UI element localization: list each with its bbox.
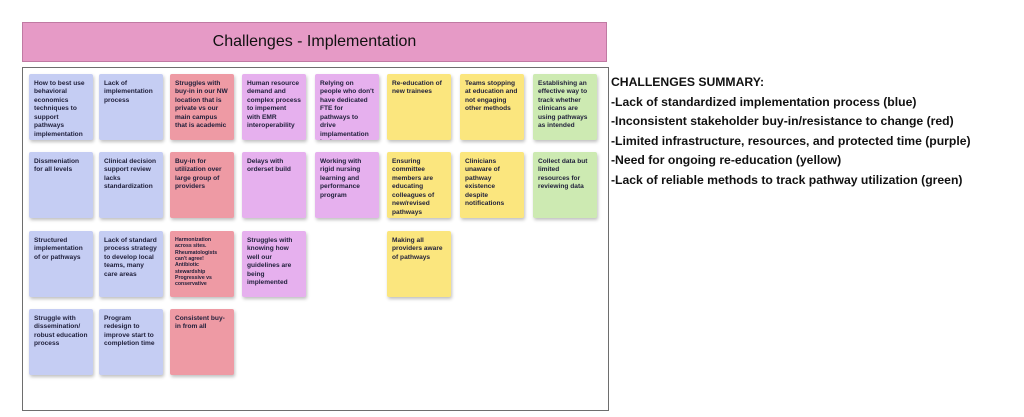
sticky-note-purple[interactable]: Delays with orderset build [242,152,306,218]
summary-item-purple: -Limited infrastructure, resources, and … [611,133,971,148]
challenges-summary: CHALLENGES SUMMARY: -Lack of standardize… [611,73,1021,191]
sticky-note-blue[interactable]: Program redesign to improve start to com… [99,309,163,375]
sticky-note-green[interactable]: Collect data but limited resources for r… [533,152,597,218]
sticky-note-yellow[interactable]: Teams stopping at education and not enga… [460,74,524,140]
summary-item-blue: -Lack of standardized implementation pro… [611,94,917,109]
sticky-note-red[interactable]: Harmonization across sites. Rheumatologi… [170,231,234,297]
sticky-note-purple[interactable]: Struggles with knowing how well our guid… [242,231,306,297]
sticky-note-blue[interactable]: Lack of standard process strategy to dev… [99,231,163,297]
sticky-note-red[interactable]: Struggles with buy-in in our NW location… [170,74,234,140]
sticky-note-blue[interactable]: Structured implementation of or pathways [29,231,93,297]
sticky-note-blue[interactable]: Dissmeniation for all levels [29,152,93,218]
summary-item-red: -Inconsistent stakeholder buy-in/resista… [611,114,954,129]
sticky-note-green[interactable]: Establishing an effective way to track w… [533,74,597,140]
board-title-banner: Challenges - Implementation [22,22,607,62]
sticky-note-blue[interactable]: Struggle with dissemination/ robust educ… [29,309,93,375]
summary-item-green: -Lack of reliable methods to track pathw… [611,172,963,187]
summary-item-yellow: -Need for ongoing re-education (yellow) [611,153,842,168]
sticky-note-blue[interactable]: Lack of implementation process [99,74,163,140]
sticky-note-purple[interactable]: Working with rigid nursing learning and … [315,152,379,218]
sticky-note-purple[interactable]: Relying on people who don't have dedicat… [315,74,379,140]
sticky-note-yellow[interactable]: Clinicians unaware of pathway existence … [460,152,524,218]
sticky-note-purple[interactable]: Human resource demand and complex proces… [242,74,306,140]
sticky-note-red[interactable]: Consistent buy-in from all [170,309,234,375]
board-title: Challenges - Implementation [212,33,417,50]
sticky-note-yellow[interactable]: Re-education of new trainees [387,74,451,140]
sticky-note-yellow[interactable]: Making all providers aware of pathways [387,231,451,297]
summary-heading: CHALLENGES SUMMARY: [611,75,765,89]
sticky-note-blue[interactable]: Clinical decision support review lacks s… [99,152,163,218]
sticky-note-blue[interactable]: How to best use behavioral economics tec… [29,74,93,140]
sticky-note-board: How to best use behavioral economics tec… [22,67,609,411]
sticky-note-red[interactable]: Buy-in for utilization over large group … [170,152,234,218]
sticky-note-yellow[interactable]: Ensuring committee members are educating… [387,152,451,218]
